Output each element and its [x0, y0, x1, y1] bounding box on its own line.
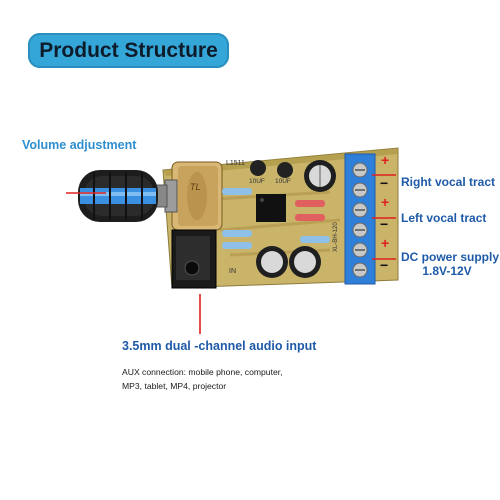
ic-chip — [256, 194, 286, 222]
aux-caption: AUX connection: mobile phone, computer, … — [122, 365, 283, 393]
resistors — [222, 188, 330, 249]
audio-jack — [171, 229, 217, 289]
left-minus-sign: − — [380, 216, 389, 232]
aux-caption-line1: AUX connection: mobile phone, computer, — [122, 367, 283, 377]
aux-caption-line2: MP3, tablet, MP4, projector — [122, 381, 227, 391]
board-mark-in: IN — [229, 268, 236, 275]
terminal-block — [344, 153, 376, 285]
volume-knob — [78, 170, 158, 222]
board-mark-ls: L1511 — [226, 160, 245, 167]
right-channel-label: Right vocal tract — [401, 175, 496, 189]
dc-power-line1: DC power supply — [401, 250, 500, 264]
page-title: Product Structure — [39, 38, 218, 62]
dc-power-label: DC power supply 1.8V-12V — [401, 250, 500, 278]
power-minus-sign: − — [380, 257, 389, 273]
right-plus-sign: + — [381, 152, 390, 168]
board-mark-cap2: 10UF — [275, 178, 291, 185]
volume-label: Volume adjustment — [22, 138, 137, 152]
board-mark-cap1: 10UF — [249, 178, 265, 185]
title-banner: Product Structure — [28, 33, 229, 68]
pointer-lines — [66, 174, 396, 334]
left-plus-sign: + — [381, 194, 390, 210]
audio-input-label: 3.5mm dual -channel audio input — [122, 339, 317, 353]
dc-power-line2: 1.8V-12V — [422, 264, 472, 278]
pot-mark: TL — [190, 182, 201, 192]
capacitor-large — [256, 160, 336, 278]
right-minus-sign: − — [380, 175, 389, 191]
power-plus-sign: + — [381, 235, 390, 251]
left-channel-label: Left vocal tract — [401, 211, 487, 225]
board-mark-side: XL-BH-120 — [333, 222, 339, 252]
